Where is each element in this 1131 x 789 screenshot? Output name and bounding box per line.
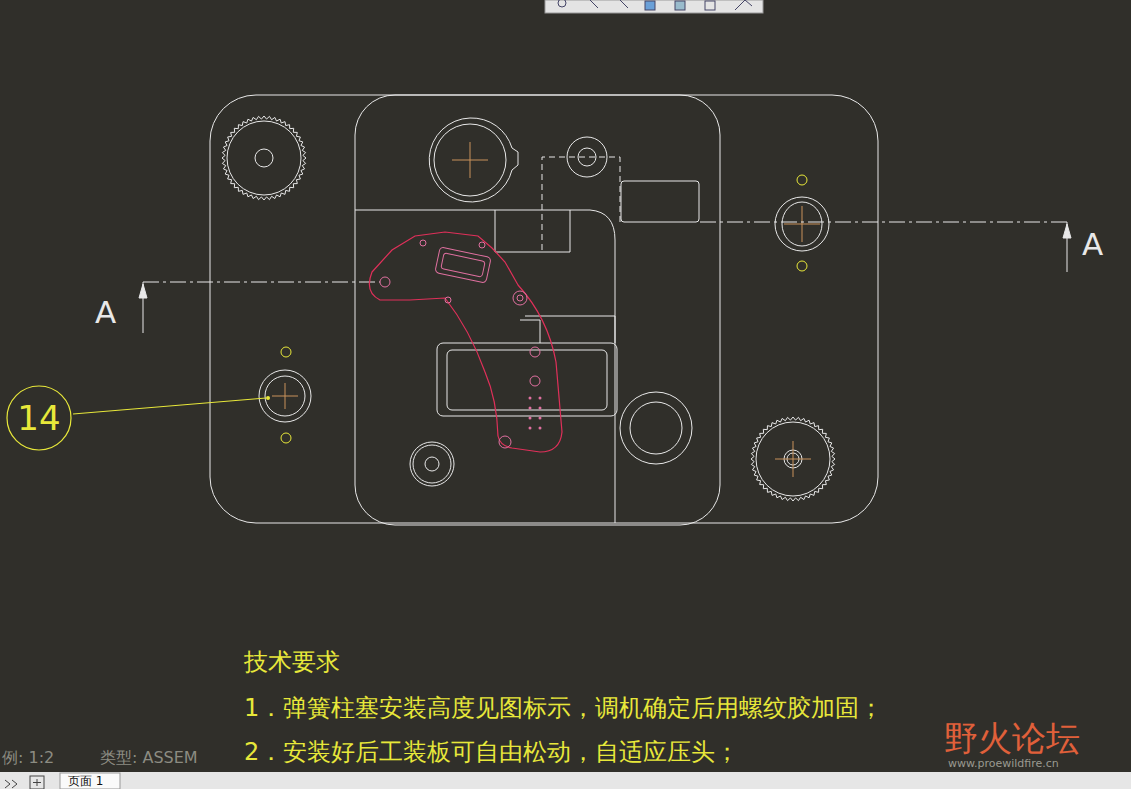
drawing-rect: [60, 773, 120, 789]
status-text: 例: 1:2: [2, 748, 54, 767]
drawing-circle: [425, 457, 439, 471]
drawing-g: [5, 776, 44, 789]
note-heading: 技术要求: [244, 648, 340, 677]
drawing-circle: [529, 407, 532, 410]
drawing-path: [590, 0, 598, 8]
drawing-circle: [620, 392, 692, 464]
drawing-path: [33, 779, 41, 786]
drawing-rect: [447, 350, 607, 410]
drawing-rect: [441, 253, 485, 277]
drawing-path: [355, 210, 615, 523]
note-text: 2．安装好后工装板可自由松动，自适应压头；: [244, 738, 739, 767]
drawing-path: [700, 222, 1067, 223]
drawing-circle: [558, 0, 566, 7]
drawing-g: [281, 175, 807, 443]
drawing-circle: [517, 295, 523, 301]
drawing-rect: [435, 247, 491, 283]
drawing-g: [380, 240, 540, 448]
drawing-rect: [675, 1, 685, 10]
drawing-g: [139, 222, 1071, 333]
drawing-circle: [529, 427, 532, 430]
section-letter: A: [1082, 226, 1103, 263]
drawing-circle: [265, 376, 305, 416]
drawing-path: [5, 780, 17, 788]
drawing-path: [784, 206, 820, 242]
drawing-circle: [413, 445, 451, 483]
drawing-path: [429, 118, 518, 202]
watermark-url: www.proewildfire.cn: [948, 757, 1059, 770]
drawing-rect: [545, 0, 763, 13]
drawing-path: [775, 441, 811, 477]
drawing-rect: [355, 95, 720, 525]
drawing-circle: [530, 376, 540, 386]
callout-number: 14: [6, 385, 72, 435]
drawing-path: [735, 0, 752, 10]
knurled-knob: [222, 116, 306, 200]
drawing-path: [452, 142, 488, 178]
note-text: 1．弹簧柱塞安装高度见图标示，调机确定后用螺纹胶加固；: [244, 694, 883, 723]
drawing-rect: [210, 95, 878, 523]
status-text: 类型: ASSEM: [100, 748, 198, 767]
drawing-path: [73, 398, 266, 414]
drawing-circle: [445, 297, 451, 303]
knob-rim: [756, 422, 830, 496]
drawing-rect: [621, 181, 699, 222]
drawing-path: [272, 383, 298, 409]
drawing-circle: [266, 396, 270, 400]
drawing-circle: [513, 291, 527, 305]
drawing-g: [272, 142, 820, 477]
drawing-path: [1063, 224, 1071, 238]
drawing-path: [520, 320, 540, 343]
drawing-g: [143, 222, 1067, 282]
drawing-circle: [797, 175, 807, 185]
drawing-circle: [529, 417, 532, 420]
drawing-rect: [0, 772, 1131, 789]
drawing-circle: [499, 436, 511, 448]
tab-label: 页面 1: [68, 774, 103, 788]
drawing-circle: [281, 347, 291, 357]
drawing-circle: [479, 242, 485, 248]
drawing-g: [558, 0, 752, 10]
drawing-rect: [437, 343, 617, 416]
drawing-circle: [420, 240, 426, 246]
drawing-circle: [281, 433, 291, 443]
drawing-circle: [380, 277, 390, 287]
drawing-path: [495, 210, 570, 252]
drawing-circle: [539, 427, 542, 430]
drawing-rect: [645, 1, 655, 10]
knurled-knob: [751, 417, 835, 501]
drawing-g: [529, 397, 542, 430]
drawing-g: [222, 116, 835, 501]
callout-circle: 14: [6, 385, 72, 451]
drawing-circle: [630, 402, 682, 454]
callout-ring: [7, 386, 71, 450]
drawing-path: [369, 232, 562, 452]
drawing-path: [620, 0, 628, 8]
drawing-ellipse: [782, 202, 822, 246]
drawing-path: [542, 157, 620, 250]
drawing-path: [143, 282, 380, 283]
drawing-circle: [410, 442, 454, 486]
drawing-circle: [797, 261, 807, 271]
drawing-circle: [255, 149, 273, 167]
knob-rim: [227, 121, 301, 195]
drawing-circle: [539, 407, 542, 410]
drawing-circle: [539, 417, 542, 420]
drawing-circle: [775, 197, 829, 251]
drawing-path: [139, 284, 147, 298]
drawing-rect: [705, 1, 715, 10]
drawing-circle: [434, 124, 506, 196]
watermark: 野火论坛: [944, 718, 1080, 759]
drawing-circle: [530, 347, 540, 357]
drawing-g: [255, 118, 829, 523]
drawing-circle: [529, 397, 532, 400]
section-letter: A: [95, 294, 116, 331]
drawing-circle: [259, 370, 311, 422]
drawing-rect: [30, 776, 44, 789]
drawing-circle: [539, 397, 542, 400]
